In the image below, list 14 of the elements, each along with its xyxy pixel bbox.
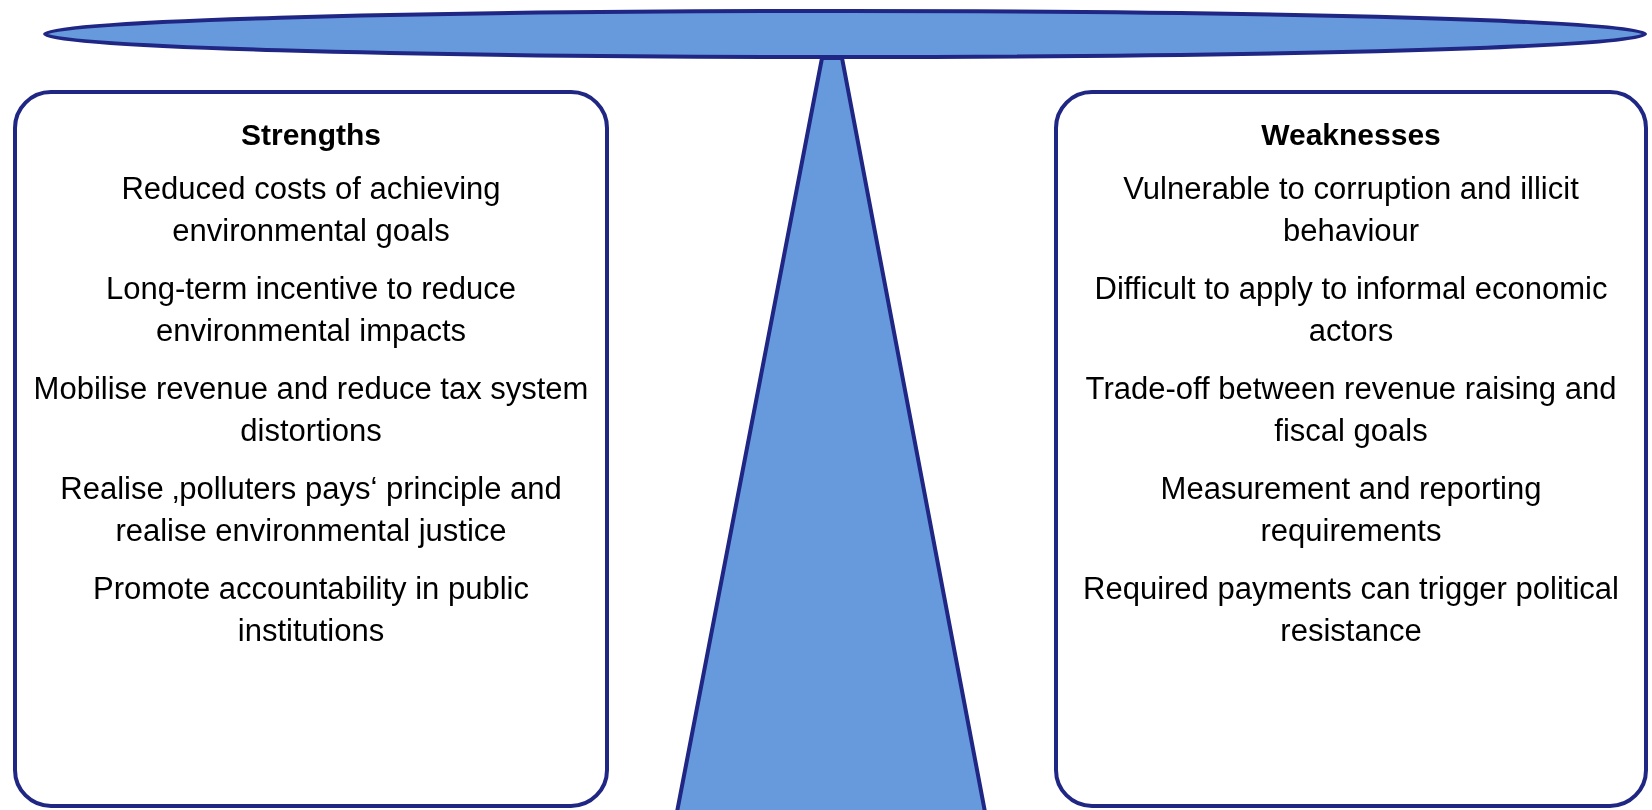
list-item-text: Promote accountability in public institutions (92, 570, 530, 650)
list-item-text: Difficult to apply to informal economic actors (1093, 270, 1609, 350)
list-card (1054, 90, 1648, 808)
list-item-text: Required payments can trigger political resistance (1082, 570, 1620, 650)
list-item-text: Long-term incentive to reduce environmental impacts (104, 270, 518, 350)
list-item-text: Reduced costs of achieving environmental goals (120, 170, 502, 250)
card-heading: Weaknesses (1261, 118, 1441, 152)
list-item-text: Measurement and reporting requirements (1159, 470, 1543, 550)
list-item-text: Mobilise revenue and reduce tax system distortions (32, 370, 590, 450)
card-heading: Strengths (241, 118, 381, 152)
list-item-text: Realise ‚polluters pays‘ principle and realise environmental justice (59, 470, 563, 550)
list-item-text: Vulnerable to corruption and illicit behaviour (1122, 170, 1580, 250)
list-card (13, 90, 609, 808)
list-item-text: Trade-off between revenue raising and fiscal goals (1084, 370, 1618, 450)
